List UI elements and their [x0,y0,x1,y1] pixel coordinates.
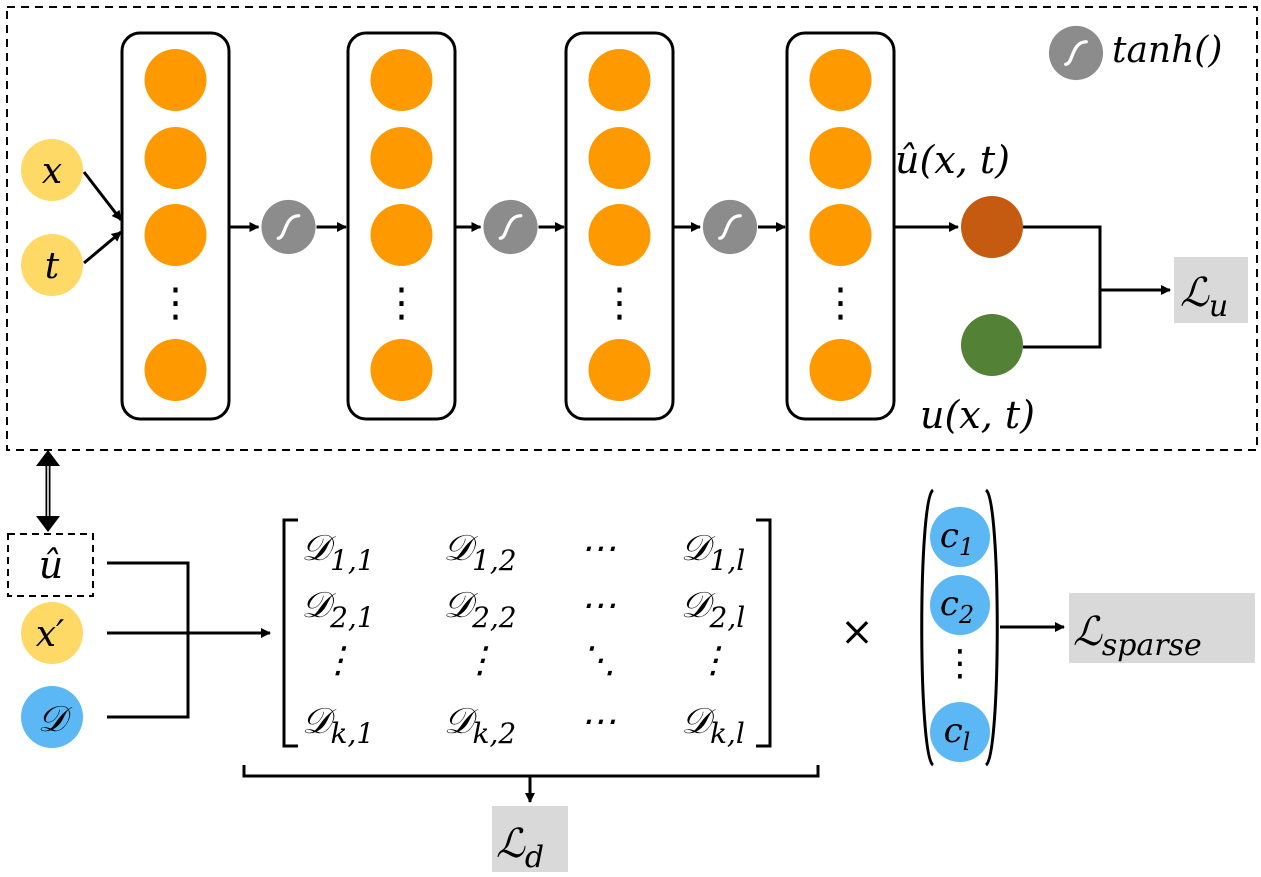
matrix-cell: ⋮ [320,640,356,681]
coefficient-3 [930,702,990,762]
neuron [809,339,872,401]
neuron [588,339,651,401]
neuron [809,127,872,189]
loss-d: ℒd [492,806,568,875]
neuron [809,204,872,266]
matrix-cell: 𝒟1,1 [301,528,374,577]
neuron [370,127,433,189]
neuron [144,339,207,401]
loss-u-base: ℒ [1180,270,1210,316]
network-boundary [6,6,1258,451]
coef-right-paren [984,488,999,767]
matrix-cell: ⋱ [580,640,616,681]
times-symbol: × [840,609,874,655]
loss-u-connector [1023,225,1102,349]
input-x-label: x [42,151,62,192]
coef-left-paren [920,488,935,767]
layer-ellipsis: ⋮ [156,280,196,326]
tanh-activation-icon [1048,25,1104,81]
neuron [370,339,433,401]
matrix-cell: 𝒟k,l [681,701,745,750]
matrix-cell: 𝒟2,l [681,585,745,634]
svg-text:ℒd: ℒd [496,821,544,875]
coefficient-label: cl [944,711,971,756]
tanh-activation-icon [482,199,539,255]
loss-u-sub: u [1209,289,1228,324]
layer-ellipsis: ⋮ [600,280,640,326]
loss-d-base: ℒ [496,821,526,867]
legend: tanh() [1048,25,1222,81]
neuron [809,49,872,111]
hidden-layer-2: ⋮ [346,31,457,421]
u-hat-box [7,533,94,597]
legend-label: tanh() [1112,30,1222,71]
coefficient-ellipsis: ⋮ [942,643,978,684]
hidden-layer-4: ⋮ [785,31,896,421]
neuron [370,204,433,266]
input-t: t [21,234,83,296]
neuron [588,127,651,189]
hidden-layer-1: ⋮ [120,31,231,421]
matrix-cell: ⋮ [462,640,498,681]
layer-ellipsis: ⋮ [382,280,422,326]
svg-text:ℒsparse: ℒsparse [1073,609,1202,663]
input-D: 𝒟 [21,686,83,748]
matrix-underbrace [242,765,820,778]
matrix-cell: 𝒟2,1 [301,585,374,634]
matrix-cell: ⋯ [580,585,616,626]
pred-output-label: û(x, t) [895,138,1010,182]
neuron [588,204,651,266]
matrix-cell: ⋯ [580,701,616,742]
matrix-cell: 𝒟k,1 [302,701,374,750]
x-prime-label: x′ [36,614,64,655]
coefficient-1 [930,507,990,567]
matrix-cell: 𝒟1,l [681,528,745,577]
neuron [144,49,207,111]
neuron [144,127,207,189]
tanh-activation-icon [260,199,317,255]
tanh-activation-icon [702,199,758,255]
svg-text:ℒu: ℒu [1180,270,1228,324]
input-x: x [21,139,83,201]
loss-u: ℒu [1174,257,1248,324]
loss-d-sub: d [525,840,544,875]
library-matrix: 𝒟1,1 𝒟1,2 ⋯ 𝒟1,l𝒟2,1 𝒟2,2 ⋯ 𝒟2,l ⋮ ⋮ ⋱ ⋮ 𝒟k,1 𝒟k,2 ⋯ 𝒟… [301,528,745,750]
neuron [588,49,651,111]
u-hat-label: û [39,543,63,587]
library-input-connector [107,561,190,719]
matrix-right-bracket [756,518,772,748]
input-x-prime: x′ [21,602,83,664]
loss-sparse-sub: sparse [1102,628,1202,663]
hidden-layers: ⋮ ⋮ ⋮ ⋮ [120,31,896,421]
true-output-neuron [961,314,1023,376]
layer-ellipsis: ⋮ [821,280,861,326]
neuron [370,49,433,111]
loss-sparse: ℒsparse [1069,593,1255,663]
matrix-cell: 𝒟k,2 [444,701,516,750]
coefficient-vector: c1 c2 cl ⋮ [930,507,990,762]
coefficient-label: c1 [940,516,974,561]
activations [229,199,786,255]
matrix-cell: ⋮ [695,640,731,681]
edge-t-to-layer1 [83,230,122,265]
edge-x-to-layer1 [82,171,123,221]
matrix-cell: 𝒟2,2 [443,585,516,634]
input-t-label: t [45,246,60,287]
hidden-layer-3: ⋮ [564,31,675,421]
pred-output-neuron [961,196,1023,258]
loss-sparse-base: ℒ [1073,609,1103,655]
matrix-cell: ⋯ [580,528,616,569]
coefficient-2 [930,575,990,635]
matrix-cell: 𝒟1,2 [443,528,516,577]
true-output-label: u(x, t) [920,393,1035,437]
neuron [144,204,207,266]
matrix-left-bracket [282,518,298,748]
coefficient-label: c2 [940,584,974,629]
